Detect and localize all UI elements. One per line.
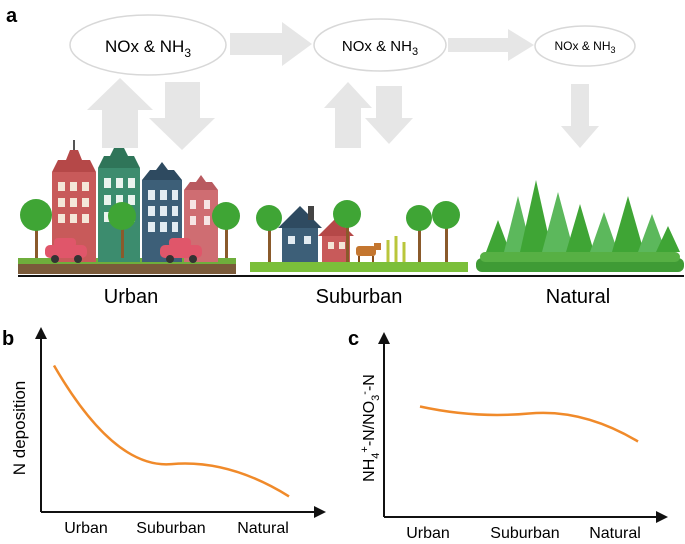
chart-b-xtick-suburban: Suburban bbox=[136, 520, 205, 537]
cloud-urban-sub: 3 bbox=[184, 46, 191, 60]
deposition-down-arrow-urban bbox=[149, 82, 215, 150]
chart-c-axes bbox=[378, 332, 668, 523]
natural-scene bbox=[476, 180, 684, 272]
forest-trees bbox=[486, 180, 680, 252]
transport-arrow-urban-to-suburban bbox=[230, 22, 312, 66]
panel-a-label: a bbox=[6, 5, 18, 27]
deposition-down-arrow-natural bbox=[561, 84, 599, 148]
chart-c-xtick-suburban: Suburban bbox=[490, 525, 559, 542]
cloud-urban-text: NOx & NH bbox=[105, 37, 184, 56]
suburban-scene bbox=[250, 200, 468, 272]
zone-label-urban: Urban bbox=[104, 286, 158, 308]
chart-b-axes bbox=[35, 327, 326, 518]
chart-c-xtick-urban: Urban bbox=[406, 525, 450, 542]
emission-up-arrow-urban bbox=[87, 78, 153, 148]
svg-text:NOx & NH3: NOx & NH3 bbox=[105, 37, 191, 60]
urban-trees bbox=[20, 199, 240, 258]
transport-arrow-suburban-to-natural bbox=[448, 29, 534, 61]
zone-label-natural: Natural bbox=[546, 286, 610, 308]
car-right bbox=[160, 238, 202, 263]
emission-cloud-urban: NOx & NH3 bbox=[69, 14, 227, 76]
chart-b-xtick-urban: Urban bbox=[64, 520, 108, 537]
cow bbox=[356, 243, 381, 262]
house-red bbox=[318, 218, 354, 262]
crops bbox=[386, 236, 406, 262]
urban-scene bbox=[18, 140, 240, 274]
suburban-trees bbox=[256, 200, 460, 262]
chart-b-ylabel: N deposition bbox=[10, 381, 29, 476]
emission-cloud-suburban: NOx & NH3 bbox=[313, 18, 447, 72]
chart-c-curve bbox=[419, 405, 639, 443]
cloud-natural-sub: 3 bbox=[611, 45, 616, 55]
zone-label-suburban: Suburban bbox=[316, 286, 403, 308]
emission-up-arrow-suburban bbox=[324, 82, 372, 148]
car-left bbox=[45, 238, 87, 263]
svg-text:NOx & NH3: NOx & NH3 bbox=[342, 38, 418, 58]
chart-b-xtick-natural: Natural bbox=[237, 520, 289, 537]
house-blue bbox=[278, 206, 322, 262]
cloud-suburban-text: NOx & NH bbox=[342, 38, 412, 55]
panel-c-label: c bbox=[348, 328, 359, 350]
panel-b-label: b bbox=[2, 328, 14, 350]
chart-c-ylabel: NH4+-N/NO3--N bbox=[359, 374, 382, 482]
chart-c-xtick-natural: Natural bbox=[589, 525, 641, 542]
cloud-suburban-sub: 3 bbox=[412, 46, 418, 58]
deposition-down-arrow-suburban bbox=[365, 86, 413, 144]
svg-text:NOx & NH3: NOx & NH3 bbox=[554, 39, 615, 55]
emission-cloud-natural: NOx & NH3 bbox=[534, 25, 636, 67]
cloud-natural-text: NOx & NH bbox=[554, 39, 610, 53]
chart-b-curve bbox=[52, 364, 290, 498]
